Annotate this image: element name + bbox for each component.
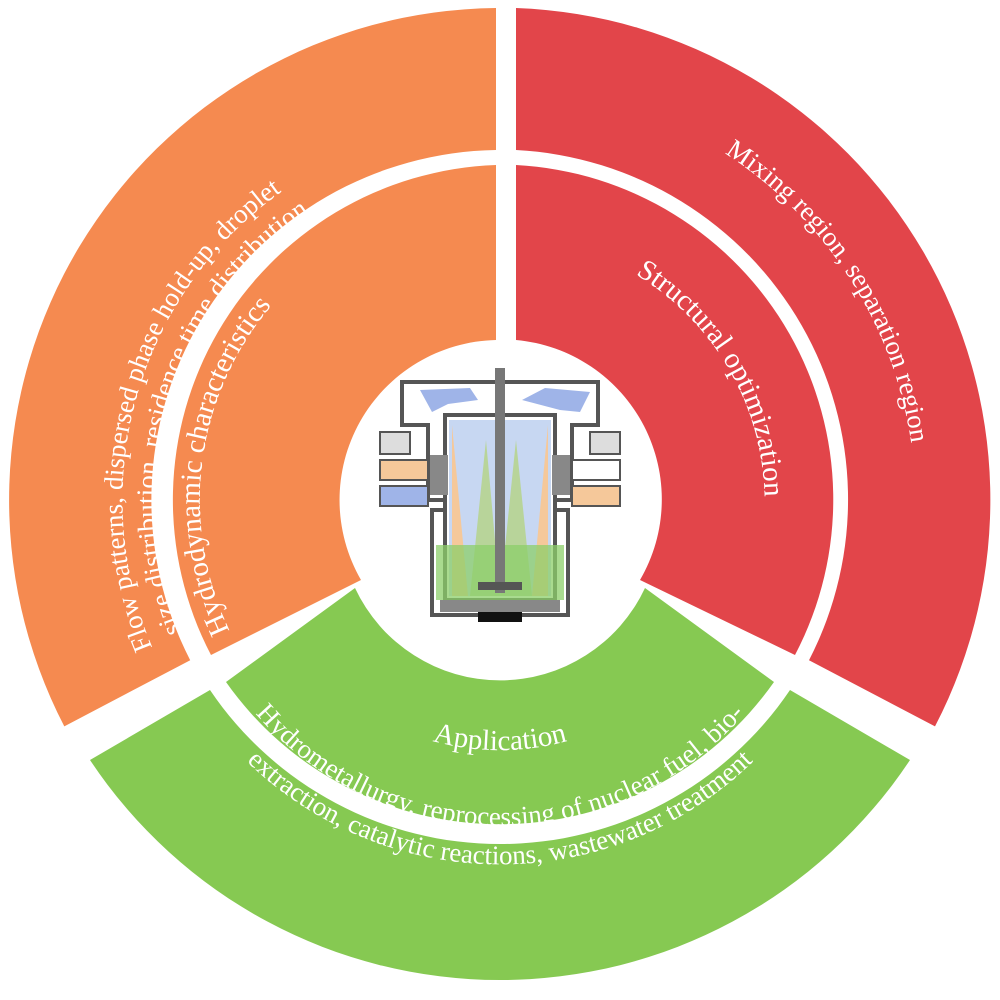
structure-inner-segment <box>516 165 834 655</box>
port-upper-right <box>589 431 621 455</box>
light-phase-top-right <box>522 388 590 412</box>
structure-outer-segment <box>516 8 991 727</box>
port-white-right <box>571 459 621 481</box>
light-phase-top-left <box>420 388 478 412</box>
application-inner-segment <box>226 588 774 825</box>
port-upper-left <box>379 431 411 455</box>
port-orange-right <box>571 485 621 507</box>
seal-block-right <box>552 455 570 495</box>
seal-block-left <box>430 455 448 495</box>
port-blue-left <box>379 485 429 507</box>
motor-coupling <box>478 612 522 622</box>
port-orange-left <box>379 459 429 481</box>
shaft <box>495 368 505 593</box>
hydrodynamics-outer-segment <box>9 8 496 727</box>
shaft-disk <box>478 582 522 590</box>
application-outer-segment <box>90 690 910 981</box>
contactor-icon <box>379 368 621 622</box>
base-plate <box>440 600 560 612</box>
hydrodynamics-inner-segment <box>172 165 497 655</box>
